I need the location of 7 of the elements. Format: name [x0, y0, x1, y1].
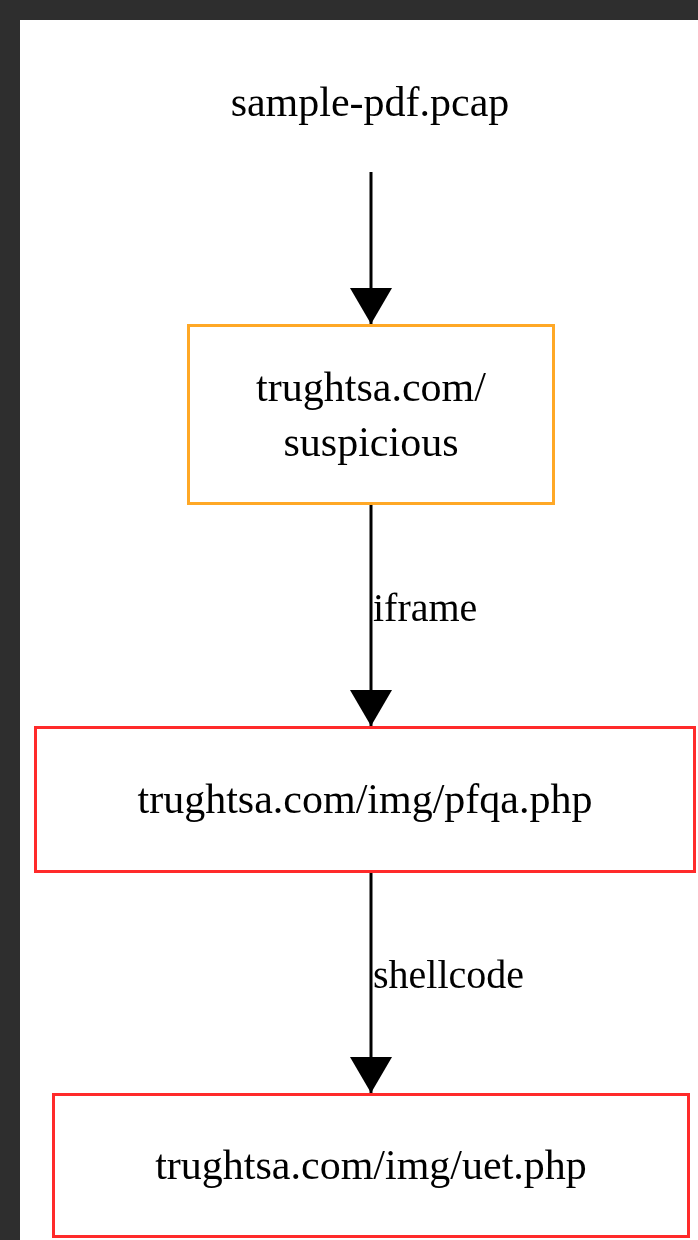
- url-box: trughtsa.com/ suspicious: [187, 324, 555, 505]
- url-box: trughtsa.com/img/pfqa.php: [34, 726, 696, 873]
- arrow: [350, 505, 392, 726]
- file-name-label: sample-pdf.pcap: [160, 72, 580, 132]
- url-box: trughtsa.com/img/uet.php: [52, 1093, 690, 1238]
- arrow: [350, 873, 392, 1093]
- arrow: [350, 172, 392, 324]
